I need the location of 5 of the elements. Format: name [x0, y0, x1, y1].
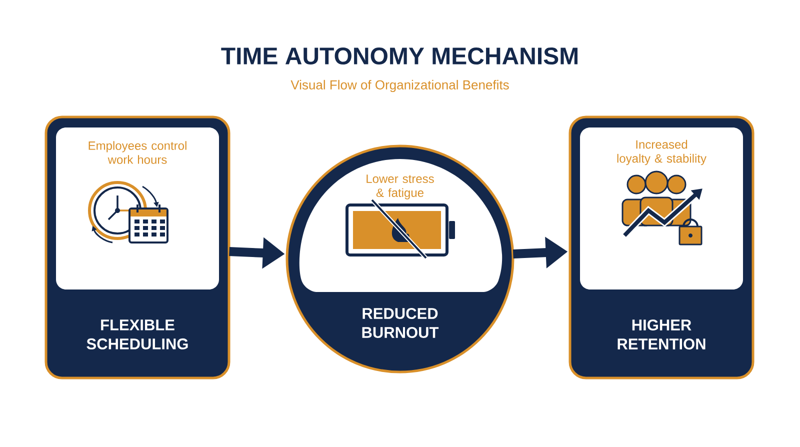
card: Employees control work hours FLEXIBLE SCHEDULING: [44, 116, 230, 380]
card: Increased loyalty & stability HIGHER RETENTION: [568, 116, 754, 380]
circle-card: Lower stress & fatigue REDUCED BURNOUT: [286, 144, 514, 374]
title: TIME AUTONOMY MECHANISM: [221, 48, 578, 64]
subtitle: Visual Flow of Organizational Benefits: [290, 80, 509, 92]
